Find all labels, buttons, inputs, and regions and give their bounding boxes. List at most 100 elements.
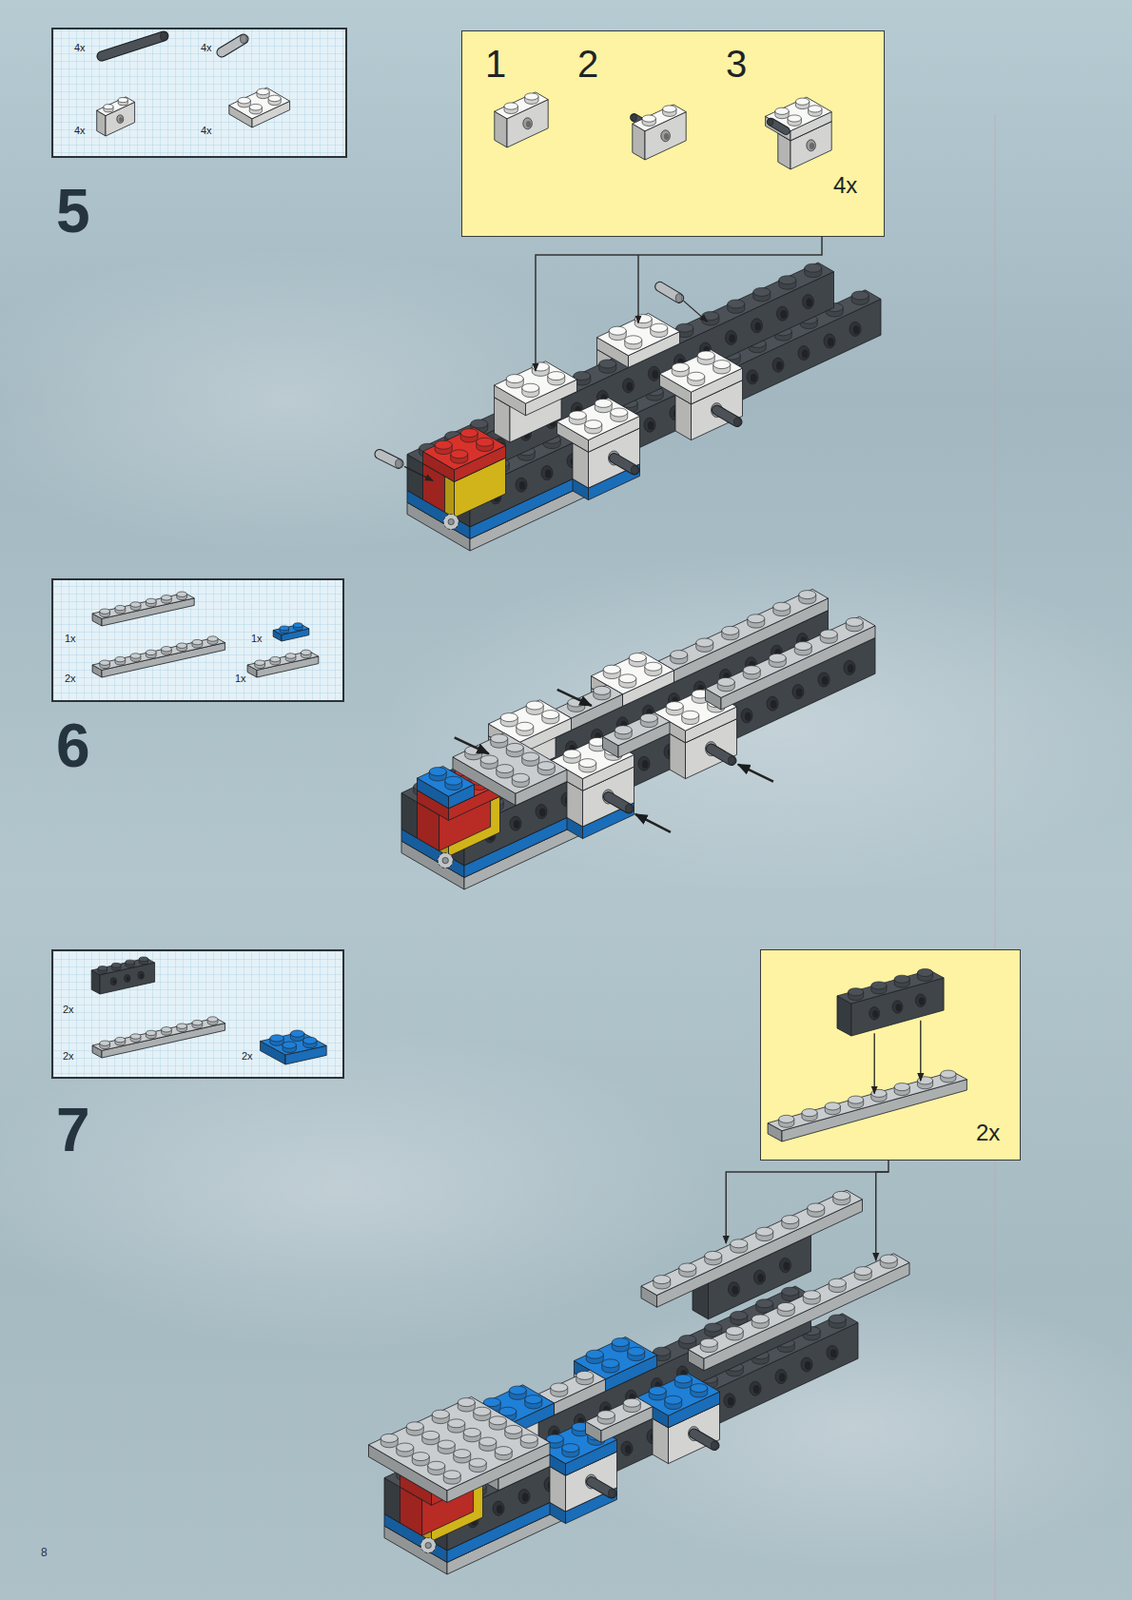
stud-top: [768, 653, 786, 663]
stud-top: [130, 602, 141, 607]
top-face: [407, 262, 835, 464]
stud-top: [453, 1449, 471, 1459]
stud-top: [704, 1250, 723, 1260]
stud-top: [682, 710, 700, 720]
stud-top: [648, 1386, 666, 1396]
technic-hole-inner: [830, 1348, 838, 1358]
lego-element: [765, 97, 833, 141]
pointer-arrow: [404, 466, 433, 481]
stud-top: [871, 981, 887, 990]
stud-top: [696, 638, 714, 647]
stud-top: [611, 1338, 629, 1347]
stud-top: [115, 656, 126, 662]
stud-top: [756, 1227, 774, 1236]
pointer-arrow: [919, 1020, 921, 1081]
stud-top: [725, 1327, 743, 1336]
stud-top: [687, 371, 705, 381]
stud-top: [773, 602, 791, 611]
technic-hole-inner: [782, 1262, 790, 1271]
stud-top: [207, 636, 218, 642]
top-face: [92, 592, 195, 619]
lego-models: [91, 32, 967, 1576]
pin-outline: [221, 39, 244, 53]
stud-top: [505, 1424, 523, 1434]
pin-end: [631, 465, 639, 474]
stud-top: [627, 1346, 645, 1356]
stud-top: [130, 653, 141, 659]
stud-top: [801, 1109, 818, 1117]
stud-top: [290, 1030, 304, 1037]
quantity-label: 2x: [64, 673, 77, 684]
grid-paper: [51, 578, 345, 703]
side-face: [447, 1322, 859, 1550]
quantity-label: 4x: [200, 42, 213, 54]
technic-hole: [746, 370, 759, 385]
technic-hole: [725, 330, 738, 345]
side-face: [423, 272, 835, 500]
stud-top: [480, 755, 498, 764]
callout-fill: [461, 30, 885, 237]
stud-top: [608, 326, 626, 335]
technic-hole-inner: [780, 310, 787, 319]
technic-hole: [124, 975, 131, 983]
stud-top: [176, 1023, 188, 1029]
lego-element: [229, 87, 291, 128]
technic-hole: [648, 366, 661, 381]
stud-top: [488, 1416, 507, 1425]
stud-top: [747, 614, 765, 624]
stud-top: [845, 617, 863, 626]
stud-top: [568, 410, 586, 420]
gear: [437, 853, 453, 869]
stud-top: [192, 639, 203, 645]
technic-pin: [608, 797, 633, 814]
stud-top: [520, 1434, 538, 1444]
stud-top: [642, 115, 656, 122]
stud-top: [670, 650, 688, 660]
technic-pin: [614, 458, 639, 475]
lego-element: [407, 262, 835, 500]
top-face: [660, 350, 743, 392]
pin-end: [734, 417, 742, 427]
technic-hole: [869, 1007, 880, 1021]
technic-hole-inner: [526, 120, 531, 128]
stud-top: [585, 1349, 604, 1359]
technic-hole-inner: [757, 1273, 764, 1283]
stud-top: [756, 1299, 774, 1308]
page-number: 8: [40, 1546, 48, 1559]
technic-hole-inner: [827, 337, 835, 347]
technic-hole: [728, 1282, 741, 1297]
stud-top: [795, 97, 809, 105]
quantity-label: 2x: [241, 1051, 254, 1062]
technic-hole: [723, 1393, 736, 1408]
top-face: [229, 87, 291, 119]
top-face: [585, 1397, 654, 1431]
technic-hole-inner: [918, 997, 925, 1006]
technic-hole: [754, 1269, 766, 1285]
stud-top: [665, 702, 684, 711]
quantity-label: 2x: [62, 1004, 75, 1015]
stud-top: [537, 761, 555, 771]
callout-leader: [876, 1171, 889, 1261]
model-step-5: [379, 262, 881, 551]
stud-top: [779, 275, 797, 285]
stud-top: [628, 653, 646, 663]
grid-paper: [51, 949, 345, 1079]
pin-end: [728, 756, 736, 765]
stud-top: [437, 1440, 455, 1449]
technic-hole-inner: [728, 333, 736, 343]
stud-top: [599, 359, 617, 369]
stud-top: [804, 263, 822, 273]
lego-element: [767, 1070, 967, 1142]
stud-top: [653, 1275, 671, 1285]
cloud-texture: [0, 247, 647, 552]
stud-top: [428, 1461, 446, 1470]
stud-top: [704, 1323, 723, 1332]
pin-outline: [101, 36, 164, 57]
technic-hole: [751, 318, 763, 333]
lego-element: [632, 104, 686, 160]
stud-top: [848, 1095, 864, 1104]
stud-top: [879, 1254, 898, 1264]
technic-hole-inner: [651, 370, 659, 379]
lego-element: [273, 623, 310, 642]
